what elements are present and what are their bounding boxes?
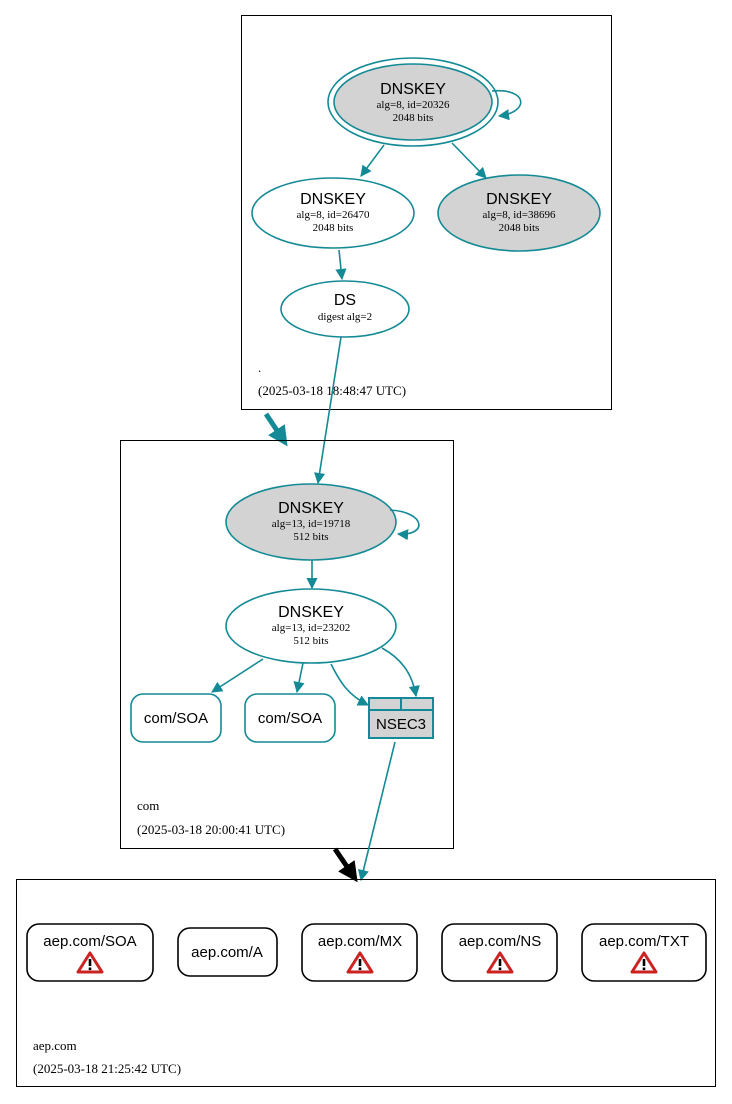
- com-soa-label-1: com/SOA: [144, 710, 208, 727]
- com-nsec3-node[interactable]: NSEC3: [368, 697, 434, 739]
- com-soa-node-2[interactable]: com/SOA: [244, 693, 336, 743]
- edge-com-zsk-nsec3-b: [381, 647, 420, 698]
- zone-aep-name: aep.com: [33, 1038, 77, 1053]
- zone-aep-timestamp: (2025-03-18 21:25:42 UTC): [33, 1061, 181, 1076]
- zone-aep: aep.com (2025-03-18 21:25:42 UTC) aep.co…: [16, 879, 716, 1087]
- root-ksk-alg: alg=8, id=20326: [377, 99, 450, 111]
- zone-com-name: com: [137, 798, 159, 813]
- zone-com-box: [120, 440, 454, 849]
- root-key3-bits: 2048 bits: [499, 222, 540, 234]
- zone-root-name: .: [258, 360, 261, 375]
- aep-ns-label: aep.com/NS: [459, 933, 542, 950]
- com-zsk-node[interactable]: DNSKEY alg=13, id=23202 512 bits: [225, 588, 397, 664]
- com-nsec3-label: NSEC3: [376, 716, 426, 733]
- com-ksk-bits: 512 bits: [293, 531, 328, 543]
- root-ksk-bits: 2048 bits: [393, 112, 434, 124]
- root-ds-node[interactable]: DS digest alg=2: [280, 280, 410, 338]
- root-ksk-node[interactable]: DNSKEY alg=8, id=20326 2048 bits: [327, 57, 499, 147]
- zone-com: com (2025-03-18 20:00:41 UTC) DNSKEY alg…: [120, 440, 454, 849]
- root-zsk-bits: 2048 bits: [313, 222, 354, 234]
- root-zsk-type: DNSKEY: [300, 191, 366, 208]
- aep-soa-node[interactable]: aep.com/SOA: [26, 923, 154, 982]
- aep-txt-node[interactable]: aep.com/TXT: [581, 923, 707, 982]
- warning-triangle-icon: [76, 951, 104, 974]
- aep-a-label: aep.com/A: [191, 944, 263, 961]
- edge-root-ksk-key3: [451, 142, 487, 179]
- com-ksk-type: DNSKEY: [278, 500, 344, 517]
- root-ds-type: DS: [334, 292, 356, 309]
- edge-com-zsk-nsec3-a: [330, 663, 370, 706]
- com-zsk-bits: 512 bits: [293, 635, 328, 647]
- aep-mx-node[interactable]: aep.com/MX: [301, 923, 418, 982]
- aep-ns-node[interactable]: aep.com/NS: [441, 923, 558, 982]
- edge-root-ksk-zsk: [360, 144, 385, 177]
- zone-root: . (2025-03-18 18:48:47 UTC) DNSKEY alg=8…: [241, 15, 612, 410]
- aep-mx-label: aep.com/MX: [318, 933, 402, 950]
- root-key3-alg: alg=8, id=38696: [483, 209, 556, 221]
- root-zsk-node[interactable]: DNSKEY alg=8, id=26470 2048 bits: [251, 177, 415, 249]
- edge-root-ksk-self: [491, 90, 522, 121]
- edge-com-nsec3-aep: [357, 741, 396, 882]
- root-ds-digest: digest alg=2: [318, 311, 372, 323]
- edge-com-aep-delegation: [332, 847, 358, 883]
- root-key3-type: DNSKEY: [486, 191, 552, 208]
- aep-soa-label: aep.com/SOA: [43, 933, 136, 950]
- warning-triangle-icon: [630, 951, 658, 974]
- edge-root-ds-com-ksk: [314, 336, 342, 485]
- edge-com-zsk-soa1: [211, 658, 264, 693]
- aep-txt-label: aep.com/TXT: [599, 933, 689, 950]
- warning-triangle-icon: [486, 951, 514, 974]
- zone-aep-box: [16, 879, 716, 1087]
- edge-com-zsk-soa2: [293, 662, 305, 694]
- com-ksk-node[interactable]: DNSKEY alg=13, id=19718 512 bits: [225, 483, 397, 561]
- com-zsk-alg: alg=13, id=23202: [272, 622, 350, 634]
- com-soa-label-2: com/SOA: [258, 710, 322, 727]
- com-zsk-type: DNSKEY: [278, 604, 344, 621]
- edge-root-com-delegation: [263, 412, 288, 447]
- warning-triangle-icon: [346, 951, 374, 974]
- edge-com-ksk-self: [389, 509, 420, 541]
- root-zsk-alg: alg=8, id=26470: [297, 209, 370, 221]
- com-soa-node-1[interactable]: com/SOA: [130, 693, 222, 743]
- aep-a-node[interactable]: aep.com/A: [177, 927, 278, 977]
- zone-com-timestamp: (2025-03-18 20:00:41 UTC): [137, 822, 285, 837]
- com-ksk-alg: alg=13, id=19718: [272, 518, 351, 530]
- root-ksk-type: DNSKEY: [380, 81, 446, 98]
- edge-root-zsk-ds: [335, 249, 347, 281]
- root-key3-node[interactable]: DNSKEY alg=8, id=38696 2048 bits: [437, 174, 601, 252]
- zone-root-box: [241, 15, 612, 410]
